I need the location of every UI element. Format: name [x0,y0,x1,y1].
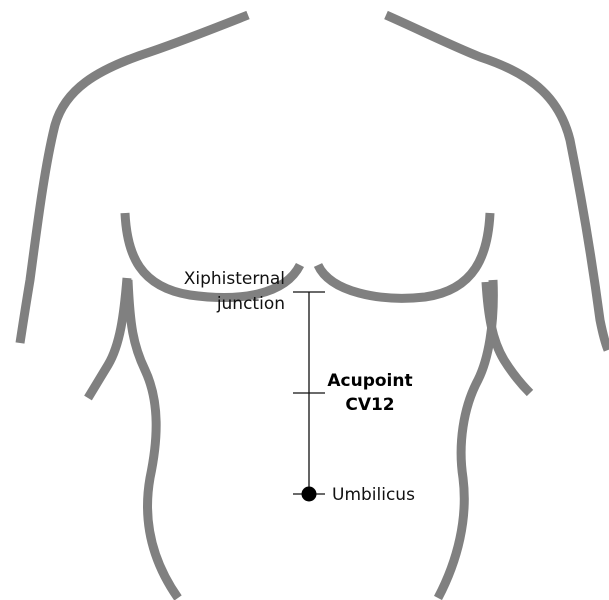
torso-outline [20,15,608,598]
annotations: Xiphisternal junction Acupoint CV12 Umbi… [184,269,415,505]
left-inner-arm-outline [88,278,127,398]
measurement-scale [293,292,325,502]
umbilicus-marker-icon [302,487,317,502]
acupoint-label-line2: CV12 [345,395,394,415]
xiphisternal-label-line1: Xiphisternal [184,269,285,289]
right-pectoral-outline [318,213,490,298]
umbilicus-label: Umbilicus [332,485,415,505]
left-waist-outline [128,280,178,598]
xiphisternal-label-line2: junction [216,294,285,314]
right-waist-outline [438,280,493,598]
acupoint-label-line1: Acupoint [327,371,412,391]
